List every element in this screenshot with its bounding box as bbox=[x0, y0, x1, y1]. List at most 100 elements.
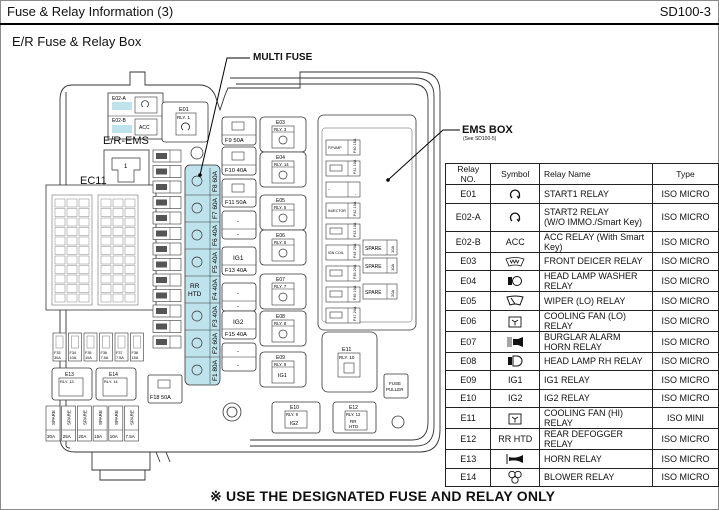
svg-text:E05: E05 bbox=[276, 198, 285, 204]
connector-pin bbox=[66, 198, 78, 208]
svg-text:FUSE: FUSE bbox=[389, 381, 401, 386]
svg-text:10A: 10A bbox=[70, 356, 77, 360]
connector-pin bbox=[66, 246, 78, 255]
svg-text:7.5A: 7.5A bbox=[101, 356, 109, 360]
connector-pin bbox=[100, 227, 112, 236]
relay-number: E07 bbox=[444, 330, 492, 353]
multi-fuse-label: F8 60A bbox=[212, 170, 219, 192]
svg-text:SPARE: SPARE bbox=[98, 410, 103, 425]
fuse-label: F10 40A bbox=[225, 168, 247, 174]
relay-number: E06 bbox=[444, 309, 492, 332]
fuse-f18: F18 50A bbox=[147, 374, 183, 404]
fuse-puller: FUSE PULLER bbox=[383, 373, 409, 399]
svg-text:E10: E10 bbox=[290, 405, 299, 411]
relay-type: ISO MICRO bbox=[652, 388, 719, 408]
relay-type: ISO MICRO bbox=[652, 351, 719, 371]
svg-text:-: - bbox=[328, 187, 330, 192]
svg-text:E12: E12 bbox=[349, 405, 358, 411]
relay-name: IG1 RELAY bbox=[538, 370, 654, 390]
svg-text:-: - bbox=[237, 304, 239, 310]
connector-pin bbox=[54, 274, 66, 284]
svg-text:F42 10A: F42 10A bbox=[353, 201, 357, 216]
svg-text:E03: E03 bbox=[276, 120, 285, 126]
relay-type: ISO MICRO bbox=[652, 230, 719, 253]
relay-symbol bbox=[490, 309, 540, 332]
relay-type: ISO MICRO bbox=[652, 184, 719, 204]
ec11-connector bbox=[45, 184, 157, 311]
svg-text:F40 15A: F40 15A bbox=[353, 138, 357, 153]
relay-number: E11 bbox=[444, 407, 492, 429]
connector-pin bbox=[100, 274, 112, 284]
relay-name: HEAD LAMP WASHER RELAY bbox=[538, 270, 654, 292]
connector-pin bbox=[54, 293, 66, 303]
connector-pin bbox=[112, 274, 124, 284]
relay-type: ISO MICRO bbox=[652, 291, 719, 311]
relay-type: ISO MICRO bbox=[652, 449, 719, 469]
relay-type: ISO MICRO bbox=[652, 330, 719, 353]
relay-name: REAR DEFOGGER RELAY bbox=[538, 428, 654, 450]
fuse-label: F11 50A bbox=[225, 200, 247, 206]
svg-text:RR: RR bbox=[190, 283, 200, 290]
relay-name: START1 RELAY bbox=[538, 184, 654, 204]
mini-fuse-slot bbox=[152, 289, 182, 302]
connector-pin bbox=[112, 217, 124, 227]
connector-pin bbox=[100, 246, 112, 255]
relay-name: HORN RELAY bbox=[538, 449, 654, 469]
svg-text:20A: 20A bbox=[390, 290, 395, 297]
svg-text:IG1: IG1 bbox=[233, 255, 244, 262]
ems-box-callout: EMS BOX bbox=[462, 124, 513, 136]
svg-text:RLY. 14: RLY. 14 bbox=[104, 379, 118, 384]
relay-name-line: START1 RELAY bbox=[543, 188, 610, 199]
relay-number: E02-A bbox=[444, 202, 492, 232]
connector-pin bbox=[100, 198, 112, 208]
svg-text:RLY. 3: RLY. 3 bbox=[274, 127, 287, 132]
svg-text:E06: E06 bbox=[276, 233, 285, 239]
ems-fuse-slot: F47 20A bbox=[325, 306, 361, 324]
svg-text:SPARE: SPARE bbox=[67, 410, 72, 425]
relay-type: ISO MICRO bbox=[652, 309, 719, 332]
multi-fuse-label: F4 40A bbox=[212, 278, 219, 300]
relay-symbol-text: ACC bbox=[490, 230, 540, 253]
battery-icon bbox=[191, 175, 203, 187]
relay-name-line: HEAD LAMP RH RELAY bbox=[543, 356, 643, 367]
connector-pin bbox=[100, 208, 112, 217]
multi-fuse-label: F7 60A bbox=[212, 197, 219, 219]
svg-text:E04: E04 bbox=[276, 155, 285, 161]
relay-name: FRONT DEICER RELAY bbox=[538, 251, 654, 271]
col-type: Type bbox=[652, 163, 719, 185]
relay-name-line: BURGLAR ALARM HORN RELAY bbox=[543, 331, 621, 352]
relay-type: ISO MICRO bbox=[652, 270, 719, 292]
svg-text:-: - bbox=[353, 193, 357, 195]
svg-text:7.5A: 7.5A bbox=[116, 356, 124, 360]
svg-text:IG2: IG2 bbox=[233, 319, 244, 326]
relay-type: ISO MICRO bbox=[652, 202, 719, 232]
svg-text:1: 1 bbox=[124, 164, 128, 170]
relay-symbol bbox=[490, 202, 540, 232]
svg-text:PULLER: PULLER bbox=[386, 387, 404, 392]
relay-number: E08 bbox=[444, 351, 492, 371]
svg-text:SPARE: SPARE bbox=[365, 246, 382, 252]
connector-pin bbox=[124, 284, 136, 293]
relay-symbol bbox=[490, 330, 540, 353]
connector-pin bbox=[112, 236, 124, 246]
connector-pin bbox=[78, 284, 90, 293]
connector-pin bbox=[112, 284, 124, 293]
